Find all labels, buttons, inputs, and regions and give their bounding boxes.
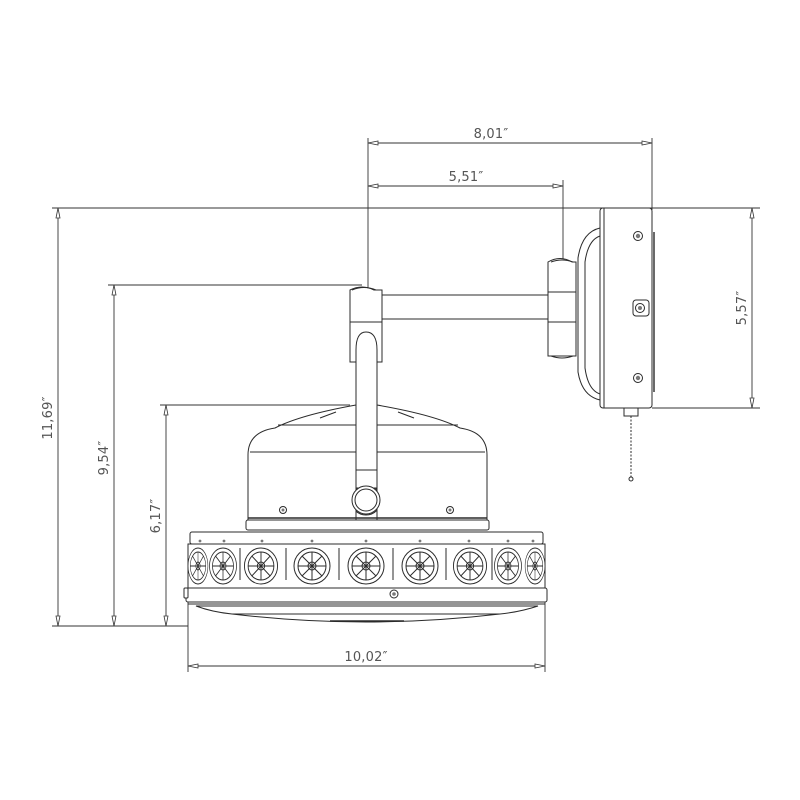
dim-fan-diameter: 10,02″ [344,650,387,665]
lower-bezel [183,587,548,623]
dim-overall-height: 11,69″ [41,396,56,439]
dim-arm-overall-width: 8,01″ [474,127,509,142]
screw-icon [446,506,454,514]
decorative-grille-ring [187,531,546,589]
pull-chain-icon [623,407,639,482]
screw-icon [633,231,643,241]
dim-wall-plate-height: 5,57″ [735,291,750,326]
dim-arm-pivot-width: 5,51″ [449,170,484,185]
screw-icon [389,589,399,599]
screw-icon [633,373,643,383]
bracket-screw-icon [632,299,650,317]
motor-housing [245,404,490,531]
screw-icon [279,506,287,514]
wheel-medallions [187,547,546,585]
dimension-labels: 8,01″ 5,51″ 11,69″ 9,54″ 6,17″ 5,57″ 10,… [41,127,750,665]
dim-housing-height: 6,17″ [149,499,164,534]
wall-plate [577,207,655,482]
dim-pivot-height: 9,54″ [97,441,112,476]
